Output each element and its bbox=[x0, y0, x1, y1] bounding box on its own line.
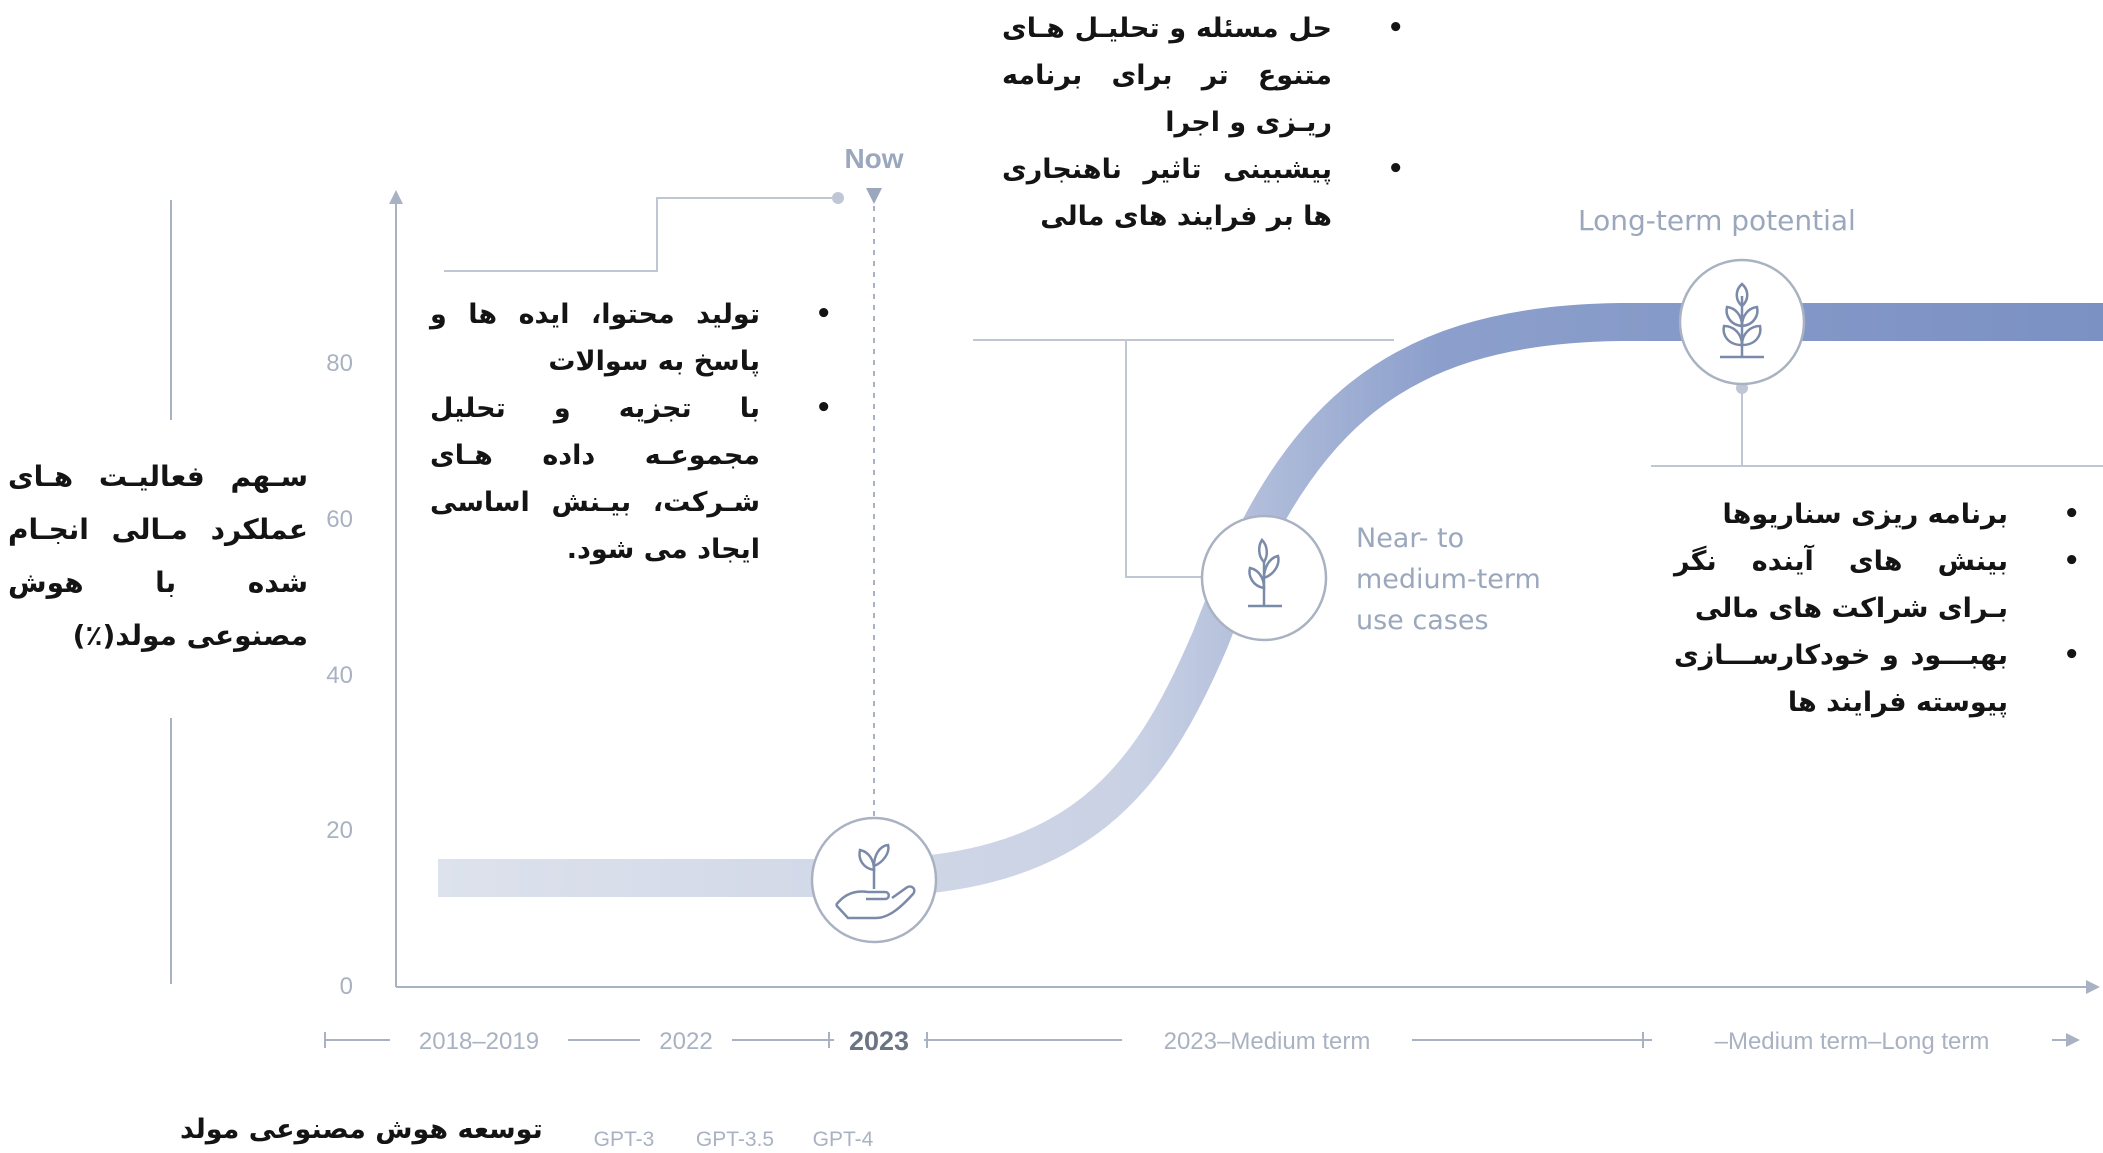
y-axis-title: سـهم فعالیـت هـای عملکرد مـالی انجـام شد… bbox=[8, 460, 308, 652]
timeline-label-2023: 2023 bbox=[849, 1026, 909, 1056]
now-arrow bbox=[866, 188, 882, 204]
plant-icon bbox=[1200, 514, 1328, 642]
timeline-label-2022: 2022 bbox=[659, 1028, 712, 1055]
block-near-medium-item: حل مسئله و تحلیـل هـای متنوع تر برای برن… bbox=[1002, 5, 1404, 146]
connector-2023 bbox=[444, 197, 838, 272]
block-long-term-item: برنامه ریزی سناریوها bbox=[1674, 491, 2080, 538]
now-label: Now bbox=[844, 143, 903, 174]
y-tick: 60 bbox=[326, 506, 353, 533]
models-caption: توسعه هوش مصنوعی مولد bbox=[180, 1114, 543, 1145]
block-long-term: برنامه ریزی سناریوها بینش های آینده نگر … bbox=[1674, 491, 2080, 726]
tree-icon bbox=[1678, 258, 1806, 386]
block-2023: تولید محتوا، ایده ها و پاسخ به سوالات با… bbox=[430, 291, 832, 573]
near-medium-label-line: use cases bbox=[1356, 605, 1489, 636]
near-medium-label-line: medium-term bbox=[1356, 564, 1541, 595]
timeline-label-2018-2019: 2018–2019 bbox=[419, 1028, 539, 1055]
near-medium-label-line: Near- to bbox=[1356, 523, 1465, 554]
model-label-gpt35: GPT-3.5 bbox=[696, 1128, 774, 1151]
block-near-medium: حل مسئله و تحلیـل هـای متنوع تر برای برن… bbox=[1002, 5, 1404, 240]
hand-sprout-icon bbox=[810, 816, 938, 944]
y-tick: 40 bbox=[326, 662, 353, 689]
timeline-label-2023-medium: 2023–Medium term bbox=[1164, 1028, 1371, 1055]
growth-curve bbox=[438, 303, 2103, 897]
timeline-arrow bbox=[2066, 1033, 2080, 1047]
model-label-gpt4: GPT-4 bbox=[813, 1128, 874, 1151]
y-tick: 0 bbox=[340, 973, 353, 1000]
block-2023-item: تولید محتوا، ایده ها و پاسخ به سوالات bbox=[430, 291, 832, 385]
long-term-label: Long-term potential bbox=[1578, 204, 1856, 237]
block-long-term-item: بهبـــود و خودکارســـازی پیوسته فرایند ه… bbox=[1674, 632, 2080, 726]
y-axis-arrow bbox=[389, 190, 403, 204]
block-near-medium-item: پیشبینی تاثیر ناهنجاری ها بر فرایند های … bbox=[1002, 146, 1404, 240]
y-tick: 20 bbox=[326, 817, 353, 844]
model-label-gpt3: GPT-3 bbox=[594, 1128, 655, 1151]
x-axis-arrow bbox=[2086, 980, 2100, 994]
timeline-label-medium-long: –Medium term–Long term bbox=[1715, 1028, 1990, 1055]
block-long-term-item: بینش های آینده نگر بـرای شراکت های مالی bbox=[1674, 538, 2080, 632]
block-2023-item: با تجزیه و تحلیل مجموعـه داده هـای شـرکت… bbox=[430, 385, 832, 573]
y-tick: 80 bbox=[326, 350, 353, 377]
near-medium-label: Near- to medium-term use cases bbox=[1356, 518, 1541, 641]
